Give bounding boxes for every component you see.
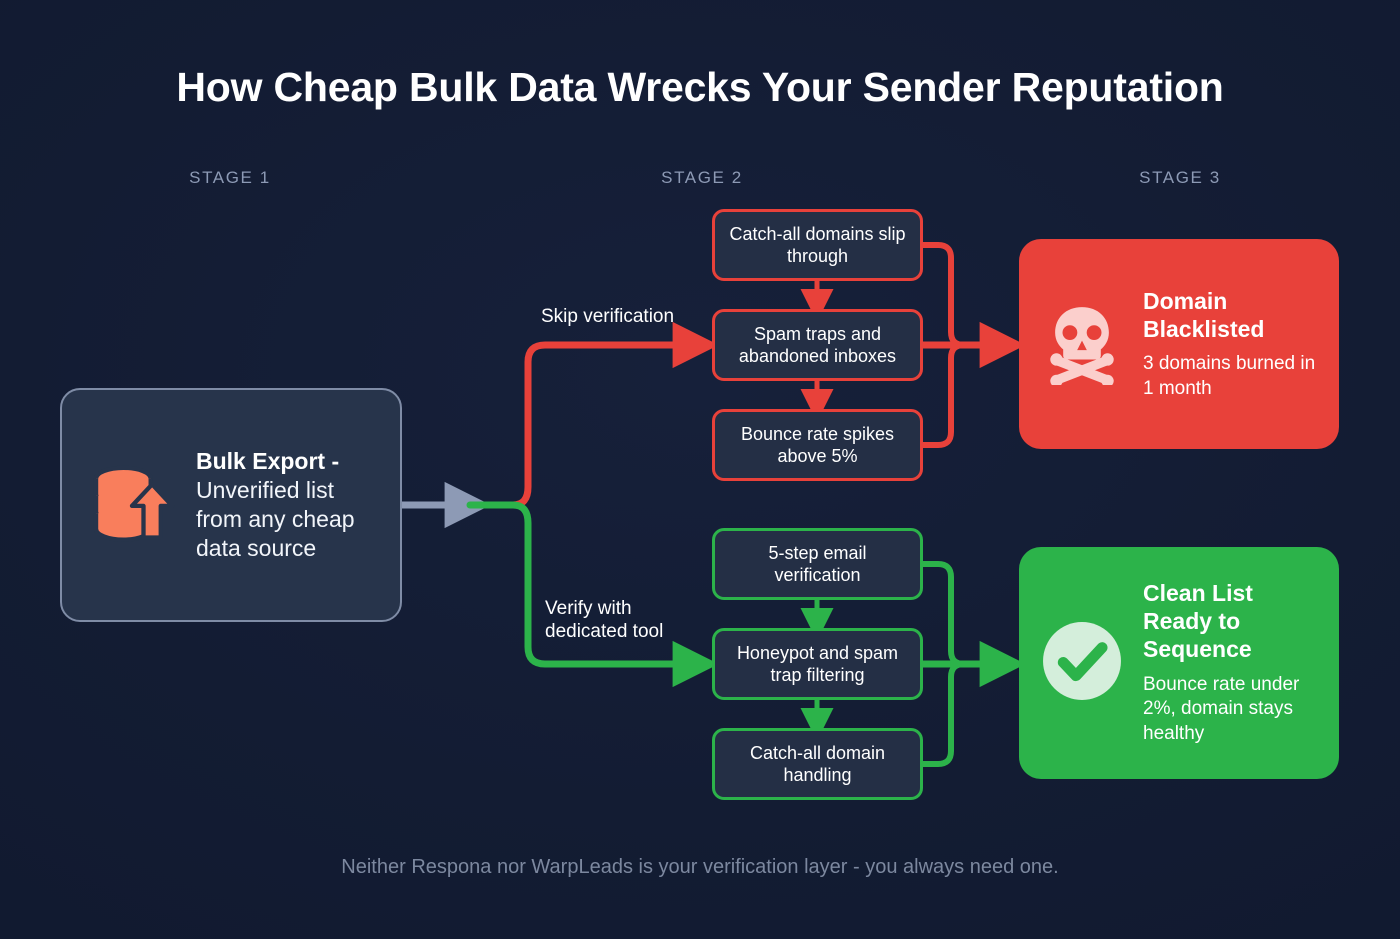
source-card-text: Bulk Export - Unverified list from any c… <box>196 447 355 563</box>
stage-label-1: STAGE 1 <box>189 168 271 187</box>
source-card-bulk-export[interactable]: Bulk Export - Unverified list from any c… <box>60 388 402 622</box>
source-card-line2: Unverified list <box>196 477 335 504</box>
outcome-card-domain-blacklisted[interactable]: Domain Blacklisted 3 domains burned in 1… <box>1019 239 1339 449</box>
outcome-red-sub: 3 domains burned in 1 month <box>1143 352 1316 399</box>
connector-green-merge <box>920 561 1026 767</box>
database-upload-icon <box>86 457 178 554</box>
outcome-red-title: Domain Blacklisted <box>1143 287 1265 342</box>
outcome-red-body: Domain Blacklisted 3 domains burned in 1… <box>1143 287 1319 401</box>
outcome-card-clean-list[interactable]: Clean List Ready to Sequence Bounce rate… <box>1019 547 1339 779</box>
source-card-line3: from any cheap <box>196 506 355 532</box>
source-card-line4: data source <box>196 534 317 561</box>
step-good-1[interactable]: 5-step email verification <box>712 528 923 600</box>
step-bad-3[interactable]: Bounce rate spikes above 5% <box>712 409 923 481</box>
step-bad-1[interactable]: Catch-all domains slip through <box>712 209 923 281</box>
stage-label-2: STAGE 2 <box>661 168 743 187</box>
outcome-green-body: Clean List Ready to Sequence Bounce rate… <box>1143 579 1319 746</box>
connector-verify-with-tool <box>466 501 719 688</box>
check-circle-icon <box>1039 618 1125 709</box>
step-bad-2[interactable]: Spam traps and abandoned inboxes <box>712 309 923 381</box>
skull-and-crossbones-icon <box>1039 299 1125 390</box>
edge-label-verify-line2: dedicated tool <box>545 621 664 643</box>
edge-label-verify-line1: Verify with <box>545 598 632 619</box>
outcome-green-sub: Bounce rate under 2%, domain stays healt… <box>1143 673 1300 744</box>
step-good-2[interactable]: Honeypot and spam trap filtering <box>712 628 923 700</box>
edge-label-skip-verification: Skip verification <box>541 306 675 327</box>
edge-label-verify-with-tool: Verify with dedicated tool <box>545 597 663 643</box>
step-good-3[interactable]: Catch-all domain handling <box>712 728 923 800</box>
connector-red-merge <box>920 242 1026 448</box>
connector-skip-verification <box>486 321 719 509</box>
footer-note: Neither Respona nor WarpLeads is your ve… <box>341 856 1059 878</box>
source-card-title: Bulk Export - <box>196 448 340 475</box>
page-title: How Cheap Bulk Data Wrecks Your Sender R… <box>176 64 1224 110</box>
outcome-green-title: Clean List Ready to Sequence <box>1143 580 1253 663</box>
stage-label-3: STAGE 3 <box>1139 168 1221 187</box>
